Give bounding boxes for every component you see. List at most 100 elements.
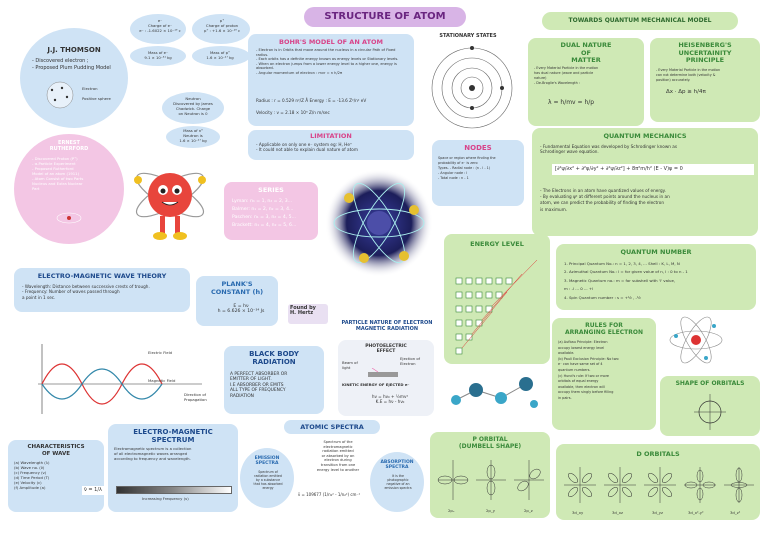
characteristics-text: (a) Wavelength (λ) (b) Wave no. (ν̄) (c)… [14, 460, 50, 490]
dual-nature-panel: DUAL NATURE OF MATTER - Every Material P… [528, 38, 644, 126]
electric-field-label: Electric Field [148, 350, 173, 355]
qn-heading: QUANTUM NUMBER [620, 248, 692, 256]
photoelectric-formula: hν = hν₀ + ½mv² K.E = hν - hν₀ [371, 394, 409, 405]
stationary-heading: STATIONARY STATES [439, 33, 497, 39]
thomson-electron-label: Electron [82, 86, 98, 91]
rutherford-text: - Discovered Proton (P⁺) - α-Particle Ex… [32, 156, 84, 191]
emission-text: Spectrum of radiation emitted by a subst… [253, 470, 283, 490]
molecule-icon [451, 377, 538, 408]
p-orbital-panel: P ORBITAL (DUMBELL SHAPE) 2pₓ 2p_y 2p_z [430, 432, 550, 518]
d-label-xy: 3d_xy [572, 510, 584, 515]
em-spectrum-panel: ELECTRO-MAGNETIC SPECTRUM Electromagneti… [108, 424, 238, 512]
qm-heading: QUANTUM MECHANICS [603, 132, 687, 140]
qm-text-2: - The Electrons in an atom have quantize… [540, 188, 670, 212]
schrodinger-equation: [∂²ψ/∂x² + ∂²ψ/∂y² + ∂²ψ/∂z²] + 8π²m/h² … [552, 164, 754, 176]
series-text: Lyman: n₁ = 1, n₂ = 2, 3... Balmer: n₁ =… [232, 199, 297, 228]
absorption-heading: ABSORPTION SPECTRA [380, 460, 414, 470]
electron-mass-bubble: Mass of e⁻ 9.1 × 10⁻³¹ kg [130, 46, 186, 66]
beam-label: Beam of light [342, 360, 358, 370]
p-label-x: 2pₓ [448, 508, 455, 513]
energy-level-panel: ENERGY LEVEL [444, 234, 550, 364]
limitation-panel: LIMITATION - Applicable on only one e⁻ s… [248, 130, 414, 160]
blackbody-panel: BLACK BODY RADIATION A PERFECT ABSORBER … [224, 346, 324, 414]
de-broglie-formula: λ = h/mv = h/p [548, 99, 595, 106]
series-heading: SERIES [258, 186, 284, 194]
rules-text: (a) Aufbau Principle: Electron occupy lo… [558, 340, 619, 400]
em-theory-text: - Wavelength: Distance between successiv… [22, 284, 150, 300]
bohr-heading: BOHR'S MODEL OF AN ATOM [278, 38, 383, 46]
s-orbital-icon [694, 394, 726, 430]
orbital-atom-icon [669, 316, 723, 364]
atomic-heading-box: ATOMIC SPECTRA [284, 420, 380, 434]
rules-panel: RULES FOR ARRANGING ELECTRON (a) Aufbau … [552, 318, 656, 430]
energy-diagram [455, 259, 538, 355]
rutherford-atom-icon [56, 212, 82, 224]
nodes-text: Space or region where finding the probab… [438, 156, 496, 180]
qn-text: 1. Principal Quantum No.: n = 1, 2, 3, 4… [564, 261, 688, 300]
absorption-text: It is the photographic negative of an em… [384, 474, 412, 490]
proton-mass-bubble: Mass of p⁺ 1.6 × 10⁻²⁷ kg [192, 46, 250, 66]
bohr-text: - Electron is in Orbits that move around… [256, 48, 399, 75]
atomic-heading: ATOMIC SPECTRA [300, 423, 364, 431]
towards-banner: TOWARDS QUANTUM MECHANICAL MODEL [542, 12, 738, 30]
photoelectric-heading: PARTICLE NATURE OF ELECTRON MAGNETIC RAD… [341, 320, 433, 332]
d-label-x2y2: 3d_x²-y² [688, 510, 704, 515]
thomson-text: - Discovered electron ; - Proposed Plum … [32, 58, 111, 71]
qm-panel: QUANTUM MECHANICS - Fundamental Equation… [532, 128, 758, 236]
thomson-positive-label: Positive sphere [82, 96, 111, 101]
hertz-tag: Found by H. Hertz [288, 304, 328, 324]
nodes-heading: NODES [464, 144, 492, 152]
heisenberg-text: - Every Material Particle in the motion … [656, 68, 721, 82]
photoelectric-sub: PHOTOELECTRIC EFFECT [365, 344, 407, 354]
characteristics-panel: CHARACTERISTICS OF WAVE (a) Wavelength (… [8, 440, 104, 512]
photoelectric-panel: PHOTOELECTRIC EFFECT Beam of light Eject… [338, 340, 434, 416]
atom-mascot-icon [134, 172, 206, 240]
planck-heading: PLANK'S CONSTANT (h) [210, 280, 264, 296]
d-label-xz: 3d_xz [612, 510, 623, 515]
neutron-mass-bubble: Mass of n⁰ Neutron is 1.6 × 10⁻²⁷ kg [166, 126, 220, 148]
limitation-text: - Applicable on only one e⁻ system eg: H… [256, 142, 358, 153]
p-label-z: 2p_z [524, 508, 533, 513]
absorption-panel: ABSORPTION SPECTRA It is the photographi… [370, 452, 424, 512]
planck-panel: PLANK'S CONSTANT (h) E = hν h = 6.626 × … [196, 276, 278, 326]
p-label-y: 2p_y [486, 508, 495, 513]
energy-heading: ENERGY LEVEL [470, 240, 524, 248]
magnetic-field-label: Magnetic Field [148, 378, 176, 383]
thomson-panel: J.J. THOMSON - Discovered electron ; - P… [20, 28, 128, 128]
p-orbitals-diagram [437, 460, 544, 500]
dual-text: - Every Material Particle in the motion … [534, 66, 599, 85]
d-orbitals-heading: D ORBITALS [636, 450, 680, 458]
thomson-heading: J.J. THOMSON [47, 46, 101, 54]
em-theory-panel: ELECTRO-MAGNETIC WAVE THEORY - Wavelengt… [14, 268, 190, 312]
planck-text: E = hν h = 6.626 × 10⁻³⁴ Js [217, 304, 265, 315]
d-label-yz: 3d_yz [652, 510, 663, 515]
stationary-orbits-diagram [431, 46, 513, 129]
ke-label: KINETIC ENERGY OF EJECTED e⁻ [342, 382, 410, 387]
metal-plate-icon [368, 368, 398, 377]
d-label-z2: 3d_z² [730, 510, 741, 515]
em-spectrum-text: Electromagnetic spectrum is a collection… [114, 446, 192, 461]
towards-heading: TOWARDS QUANTUM MECHANICAL MODEL [568, 17, 712, 24]
emission-heading: EMISSION SPECTRA [254, 456, 280, 466]
heisenberg-formula: Δx · Δp ≥ h/4π [666, 89, 706, 95]
rutherford-heading: ERNEST RUTHERFORD [49, 140, 89, 152]
bohr-panel: BOHR'S MODEL OF AN ATOM - Electron is in… [248, 34, 414, 126]
em-spectrum-heading: ELECTRO-MAGNETIC SPECTRUM [133, 428, 213, 444]
series-panel: SERIES Lyman: n₁ = 1, n₂ = 2, 3... Balme… [224, 182, 318, 240]
bohr-velocity: Velocity : v = 2.18 × 10⁶ Z/n m/sec [256, 110, 330, 115]
heisenberg-heading: HEISENBERG'S UNCERTAINITY PRINCIPLE [678, 41, 732, 64]
blackbody-heading: BLACK BODY RADIATION [249, 350, 299, 366]
proton-charge-bubble: p⁺ Charge of proton p⁺ : +1.6 × 10⁻¹⁹ c [192, 14, 250, 44]
nodes-panel: NODES Space or region where finding the … [432, 140, 524, 206]
rutherford-panel: ERNEST RUTHERFORD - Discovered Proton (P… [14, 134, 124, 244]
dual-heading: DUAL NATURE OF MATTER [560, 41, 612, 64]
qn-panel: QUANTUM NUMBER 1. Principal Quantum No.:… [556, 244, 756, 310]
rules-heading: RULES FOR ARRANGING ELECTRON [565, 322, 643, 336]
d-orbitals-diagram [564, 467, 754, 503]
title-banner: STRUCTURE OF ATOM [304, 7, 466, 27]
wavenumber-formula: ν̄ = 1/λ [82, 486, 104, 496]
em-wave-diagram [38, 344, 202, 414]
qm-text: - Fundamental Equation was developed by … [540, 144, 678, 155]
spectrum-bar-label: Increasing Frequency (ν) [142, 496, 189, 501]
ejection-label: Ejection of Electron [400, 356, 421, 366]
